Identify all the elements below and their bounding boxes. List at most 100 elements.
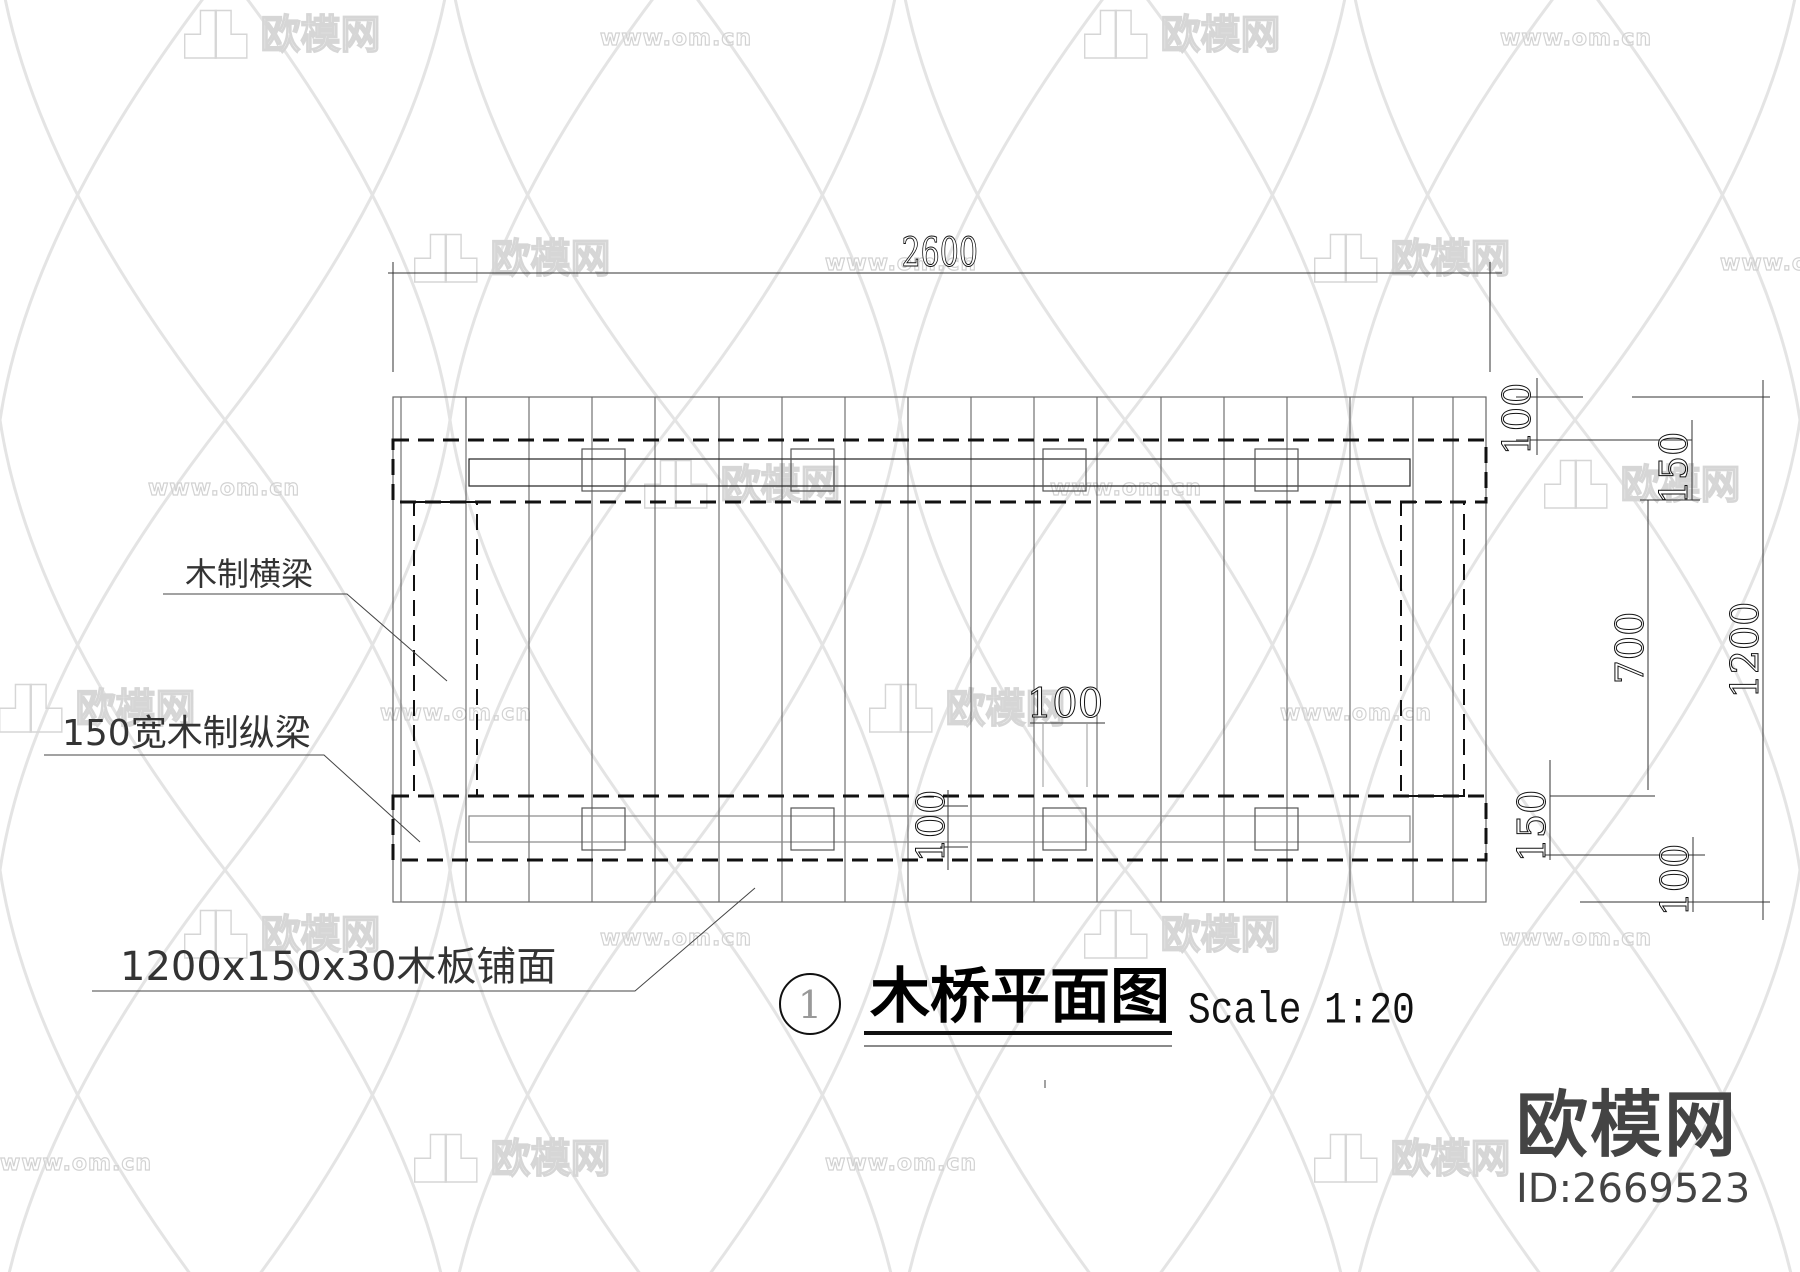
watermark-brand: ▟▙ 欧模网 [1084,910,1280,958]
leader-lines [44,593,756,992]
dimension-post-depth [940,790,968,870]
brand-name: 欧模网 [1516,1083,1739,1167]
dimension-label-post-depth: 100 [909,790,953,863]
watermark-arc [448,0,654,421]
watermark-arc [448,419,677,871]
left-cross-beam [413,501,478,797]
watermark-arc [0,419,227,871]
watermark-arc [673,0,897,421]
watermark-url: www.om.cn [825,251,977,276]
watermark-arc [903,0,1127,421]
post [1042,448,1087,492]
dimension-label-2600: 2600 [902,230,978,276]
dimension-label-right-top-beam: 150 [1652,432,1696,505]
watermark-arc [673,419,902,871]
watermark-arc [1609,869,1800,1272]
watermark-url: www.om.cn [600,26,752,51]
watermark-url: www.om.cn [1500,26,1652,51]
watermark-brand: ▟▙ 欧模网 [1314,1134,1510,1182]
watermark-arc [453,0,677,421]
watermark-arc [0,419,227,871]
post [581,448,626,492]
watermark-url: www.om.cn [1280,701,1432,726]
watermark-arc [1573,419,1800,871]
watermark-arc [1123,419,1352,871]
post [790,807,835,851]
watermark-arc [898,0,1104,421]
dimension-right-chain [1516,378,1770,920]
watermark-arc [709,869,902,1272]
watermark-arc [1348,869,1541,1272]
dimension-label-right-middle: 700 [1608,612,1652,685]
drawing-number-circle [779,973,841,1035]
watermark-brand: ▟▙ 欧模网 [414,1134,610,1182]
post [790,448,835,492]
watermark-arc [259,869,452,1272]
dimension-label-post-width: 100 [1027,681,1103,727]
watermark-arc [7,869,227,1272]
watermark-arc [448,419,677,871]
post [1254,448,1299,492]
drawing-title: 木桥平面图 [870,962,1170,1032]
watermark-url: www.om.cn [148,476,300,501]
decking-planks [400,397,1454,902]
watermark-arc [1123,869,1343,1272]
post [1254,807,1299,851]
watermark-arc [223,0,447,421]
watermark-arc [1573,869,1793,1272]
watermark-brand: ▟▙ 欧模网 [644,460,840,508]
watermark-arc [246,0,452,421]
watermark-arc [673,869,893,1272]
watermark-arc [223,419,452,871]
watermark-arc [0,869,191,1272]
posts [581,448,1299,851]
brand-logo: 欧模网 ID:2669523 [1516,1086,1786,1212]
watermark-arc [448,869,641,1272]
dimension-post-width [1030,722,1105,787]
bottom-longitudinal-beam [391,794,1488,862]
watermark-brand: ▟▙ 欧模网 [184,10,380,58]
dimension-label-overall-width: 1200 [1723,602,1767,699]
watermark-brand: ▟▙ 欧模网 [414,234,610,282]
watermark-brand: ▟▙ 欧模网 [184,910,380,958]
watermark-url: www.om.cn [0,1151,152,1176]
watermark-url: www.om.cn [1720,251,1800,276]
watermark-arc [1596,0,1800,421]
top-rail [468,458,1411,487]
watermark-arc [673,419,902,871]
watermark-url: www.om.cn [825,1151,977,1176]
watermark-arc [223,869,443,1272]
watermark-arc [1573,0,1797,421]
watermark-arc [457,869,677,1272]
watermark-url: www.om.cn [1500,926,1652,951]
post [581,807,626,851]
label-longitudinal-beam: 150宽木制纵梁 [62,713,311,754]
drawing-scale: Scale 1:20 [1188,987,1415,1036]
label-decking: 1200x150x30木板铺面 [120,944,556,990]
watermark-arc [3,0,227,421]
drawing-number: 1 [798,983,822,1027]
brand-id: ID:2669523 [1516,1166,1751,1212]
watermark-arc [1146,0,1352,421]
watermark-brand: ▟▙ 欧模网 [1544,460,1740,508]
watermark-arc [0,0,204,421]
watermark-arc [1348,419,1577,871]
watermark-url: www.om.cn [380,701,532,726]
watermark-arc [1573,419,1800,871]
right-cross-beam [1400,501,1465,797]
watermark-brand: ▟▙ 欧模网 [1084,10,1280,58]
watermark-arc [898,869,1091,1272]
bottom-rail [468,815,1411,843]
dimension-overall-length [388,262,1502,372]
watermark-brand: ▟▙ 欧模网 [1314,234,1510,282]
label-cross-beam: 木制横梁 [185,555,313,593]
watermark-arc [1123,0,1347,421]
dimension-label-right-bottom-edge: 100 [1653,844,1697,917]
watermark-url: www.om.cn [600,926,752,951]
watermark-arc [907,869,1127,1272]
watermark-brand: ▟▙ 欧模网 [0,684,195,732]
dimension-label-right-top-edge: 100 [1495,383,1539,456]
watermark-arc [696,0,902,421]
watermark-arc [1353,0,1577,421]
